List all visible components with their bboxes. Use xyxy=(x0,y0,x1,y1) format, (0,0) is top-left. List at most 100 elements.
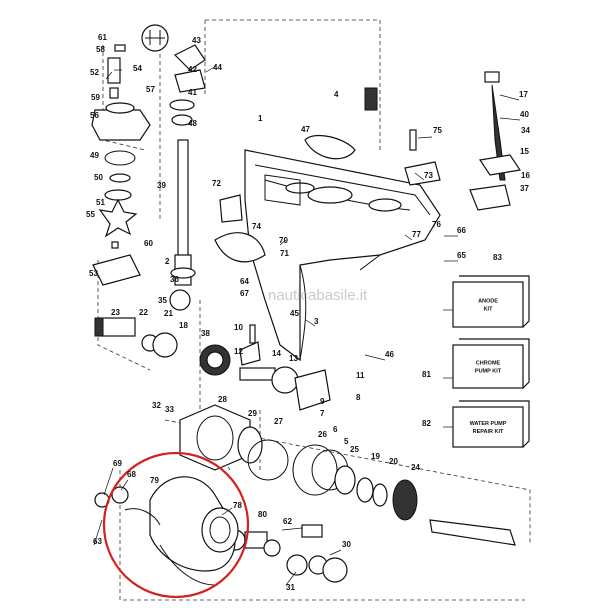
callout-8: 8 xyxy=(356,393,361,402)
callout-61: 61 xyxy=(98,33,107,42)
callout-49: 49 xyxy=(90,151,99,160)
kit-number-81: 81 xyxy=(422,370,431,379)
leader-line xyxy=(499,94,520,101)
callout-12: 12 xyxy=(234,347,243,356)
callout-28: 28 xyxy=(218,395,227,404)
callout-72: 72 xyxy=(212,179,221,188)
leader-line xyxy=(499,117,521,121)
callout-1: 1 xyxy=(258,114,263,123)
kit-label-line: KIT xyxy=(484,307,494,313)
callout-9: 9 xyxy=(320,397,325,406)
callout-16: 16 xyxy=(521,171,530,180)
pinion-bearings xyxy=(94,194,331,411)
callout-44: 44 xyxy=(213,63,222,72)
callout-7: 7 xyxy=(320,409,325,418)
callout-20: 20 xyxy=(389,457,398,466)
leader-line xyxy=(417,136,433,139)
callout-80: 80 xyxy=(258,510,267,519)
callout-18: 18 xyxy=(179,321,188,330)
callout-39: 39 xyxy=(157,181,166,190)
callout-31: 31 xyxy=(286,583,295,592)
leader-line xyxy=(103,467,114,496)
callout-37: 37 xyxy=(520,184,529,193)
callout-71: 71 xyxy=(280,249,289,258)
leader-line xyxy=(221,507,233,516)
propeller-highlight-circle xyxy=(102,451,250,599)
callout-47: 47 xyxy=(301,125,310,134)
callout-2: 2 xyxy=(165,257,170,266)
callout-77: 77 xyxy=(412,230,421,239)
kit-box-face xyxy=(452,281,524,328)
leader-line xyxy=(120,479,129,491)
callout-11: 11 xyxy=(356,371,365,380)
callout-64: 64 xyxy=(240,277,249,286)
callout-36: 36 xyxy=(170,275,179,284)
callout-33: 33 xyxy=(165,405,174,414)
kit-label-line: CHROME xyxy=(476,361,501,367)
callout-59: 59 xyxy=(91,93,100,102)
kit-number-83: 83 xyxy=(493,253,502,262)
leader-line xyxy=(281,527,303,531)
leader-line xyxy=(205,65,217,73)
callout-68: 68 xyxy=(127,470,136,479)
shift-rod-assembly xyxy=(304,71,522,211)
callout-43: 43 xyxy=(192,36,201,45)
kit-label-line: REPAIR KIT xyxy=(473,429,504,435)
assembly-guide-lines xyxy=(97,19,531,601)
propeller xyxy=(94,476,239,586)
callout-35: 35 xyxy=(158,296,167,305)
callout-26: 26 xyxy=(318,430,327,439)
leader-line xyxy=(329,549,342,556)
callout-48: 48 xyxy=(188,119,197,128)
callout-13: 13 xyxy=(289,354,298,363)
callout-50: 50 xyxy=(94,173,103,182)
leader-line xyxy=(414,172,425,181)
leader-line xyxy=(305,319,316,327)
callout-40: 40 xyxy=(520,110,529,119)
leader-line xyxy=(105,71,113,80)
callout-76: 76 xyxy=(432,220,441,229)
callout-69: 69 xyxy=(113,459,122,468)
callout-22: 22 xyxy=(139,308,148,317)
callout-38: 38 xyxy=(201,329,210,338)
prop-shaft-components xyxy=(179,404,516,583)
callout-17: 17 xyxy=(519,90,528,99)
callout-56: 56 xyxy=(90,111,99,120)
callout-5: 5 xyxy=(344,437,349,446)
callout-46: 46 xyxy=(385,350,394,359)
callout-52: 52 xyxy=(90,68,99,77)
watermark-text: nauticabasile.it xyxy=(268,287,368,304)
callout-73: 73 xyxy=(424,171,433,180)
drive-shaft xyxy=(141,24,206,286)
callout-75: 75 xyxy=(433,126,442,135)
callout-55: 55 xyxy=(86,210,95,219)
callout-3: 3 xyxy=(314,317,319,326)
callout-65: 65 xyxy=(457,251,466,260)
kit-box-face xyxy=(452,344,524,389)
callout-29: 29 xyxy=(248,409,257,418)
kit-box-82: WATER PUMP REPAIR KIT 82 xyxy=(422,400,530,448)
callout-19: 19 xyxy=(371,452,380,461)
callout-27: 27 xyxy=(274,417,283,426)
callout-10: 10 xyxy=(234,323,243,332)
gearcase-housing xyxy=(244,149,441,362)
callout-63: 63 xyxy=(93,537,102,546)
kit-label-line: PUMP KIT xyxy=(475,369,502,375)
callout-34: 34 xyxy=(521,126,530,135)
callout-53: 53 xyxy=(89,269,98,278)
kit-label-line: WATER PUMP xyxy=(470,421,507,427)
leader-line xyxy=(364,354,386,361)
kit-number-82: 82 xyxy=(422,419,431,428)
callout-74: 74 xyxy=(252,222,261,231)
callout-78: 78 xyxy=(233,501,242,510)
callout-14: 14 xyxy=(272,349,281,358)
callout-51: 51 xyxy=(96,198,105,207)
callout-32: 32 xyxy=(152,401,161,410)
callout-23: 23 xyxy=(111,308,120,317)
leader-line xyxy=(279,239,287,246)
leader-line xyxy=(404,234,413,241)
